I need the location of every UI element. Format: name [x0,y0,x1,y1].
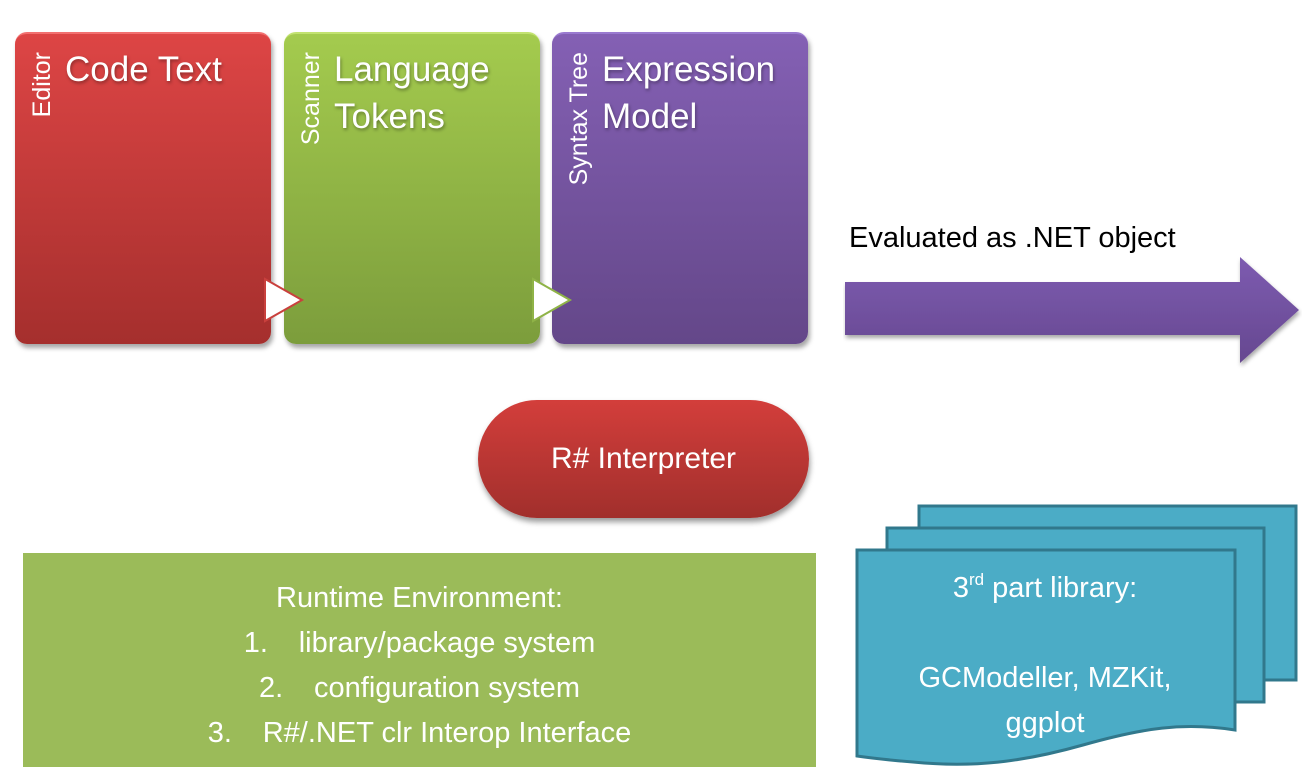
chevron-right-icon [264,277,305,323]
interpreter-pill: R# Interpreter [478,400,809,518]
evaluation-label: Evaluated as .NET object [849,222,1176,254]
runtime-title: Runtime Environment: [276,582,563,614]
interpreter-label: R# Interpreter [550,442,737,475]
library-title: 3rd part library: [952,570,1138,604]
library-list-line: GCModeller, MZKit, [918,662,1172,694]
stage-label: Scanner [297,52,325,146]
stage-label: Syntax Tree [565,52,593,186]
runtime-environment-box: Runtime Environment: 1.library/package s… [23,553,816,767]
stage-label: Editor [28,52,56,118]
runtime-item: 3.R#/.NET clr Interop Interface [207,717,632,749]
runtime-item: 2.configuration system [259,672,580,704]
multi-document-shape [855,504,1298,766]
library-text: 3rd part library: GCModeller, MZKit, ggp… [860,566,1230,746]
library-list-line: ggplot [1005,707,1085,739]
right-arrow-icon [845,257,1299,363]
pipeline-card-scanner: Scanner Language Tokens [284,32,540,344]
stage-title: Language Tokens [334,50,490,136]
stage-title: Code Text [65,50,222,89]
stage-title: Expression Model [602,50,776,136]
pipeline-card-editor: Editor Code Text [15,32,271,344]
runtime-item: 1.library/package system [243,627,596,659]
chevron-right-icon [532,277,573,323]
pipeline-card-syntax-tree: Syntax Tree Expression Model [552,32,808,344]
document-front [855,548,1237,766]
